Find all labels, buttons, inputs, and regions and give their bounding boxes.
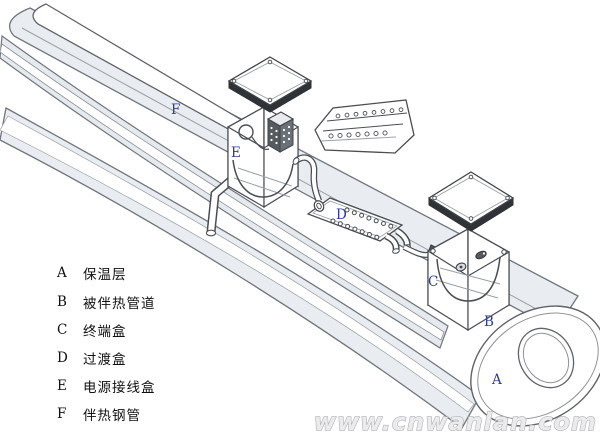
legend-label: 保温层: [83, 267, 127, 283]
inner-pipe-end: [517, 327, 575, 389]
end-box: [427, 227, 510, 332]
legend-label: 过渡盒: [83, 352, 127, 368]
legend-item-d: D 过渡盒: [57, 350, 127, 368]
legend-letter: F: [57, 406, 67, 422]
power-box-lid: [227, 56, 313, 113]
legend-letter: B: [57, 294, 67, 310]
legend-item-b: B 被伴热管道: [57, 294, 156, 312]
legend-label: 终端盒: [83, 324, 127, 340]
transition-box: [306, 197, 411, 254]
legend-letter: D: [57, 350, 68, 366]
saddle-cutout: [232, 159, 294, 198]
transition-box-cover: [314, 99, 415, 154]
cable-coil: [238, 124, 254, 140]
callout-d: D: [336, 207, 347, 223]
legend-letter: E: [57, 378, 67, 394]
end-box-lid: [427, 171, 515, 232]
callout-b: B: [484, 314, 494, 330]
cable-grommet: [313, 200, 325, 212]
watermark-text: www.cnwanlan.com: [314, 408, 597, 436]
callout-f: F: [171, 102, 180, 118]
heating-cable-e-to-d: [292, 154, 323, 203]
legend-item-f: F 伴热钢管: [57, 406, 141, 424]
legend-letter: A: [57, 265, 67, 281]
legend-label: 伴热钢管: [83, 408, 141, 424]
saddle-cutout: [436, 256, 501, 302]
pipe-end-cap: [470, 305, 600, 427]
legend-item-e: E 电源接线盒: [57, 378, 156, 396]
insulation-lower-shell: [0, 106, 481, 429]
power-junction-box: [227, 105, 299, 209]
heat-tracing-steel-pipe: [32, 3, 255, 142]
legend-item-c: C 终端盒: [57, 322, 127, 340]
callout-c: C: [428, 274, 438, 290]
callout-letters: F E D C B A: [171, 102, 502, 388]
legend-letter: C: [57, 322, 68, 338]
callout-e: E: [231, 145, 241, 161]
terminal-block: [266, 111, 295, 153]
legend-label: 电源接线盒: [83, 380, 156, 396]
legend-item-a: A 保温层: [57, 265, 127, 283]
callout-a: A: [491, 372, 502, 388]
legend-label: 被伴热管道: [83, 296, 156, 312]
